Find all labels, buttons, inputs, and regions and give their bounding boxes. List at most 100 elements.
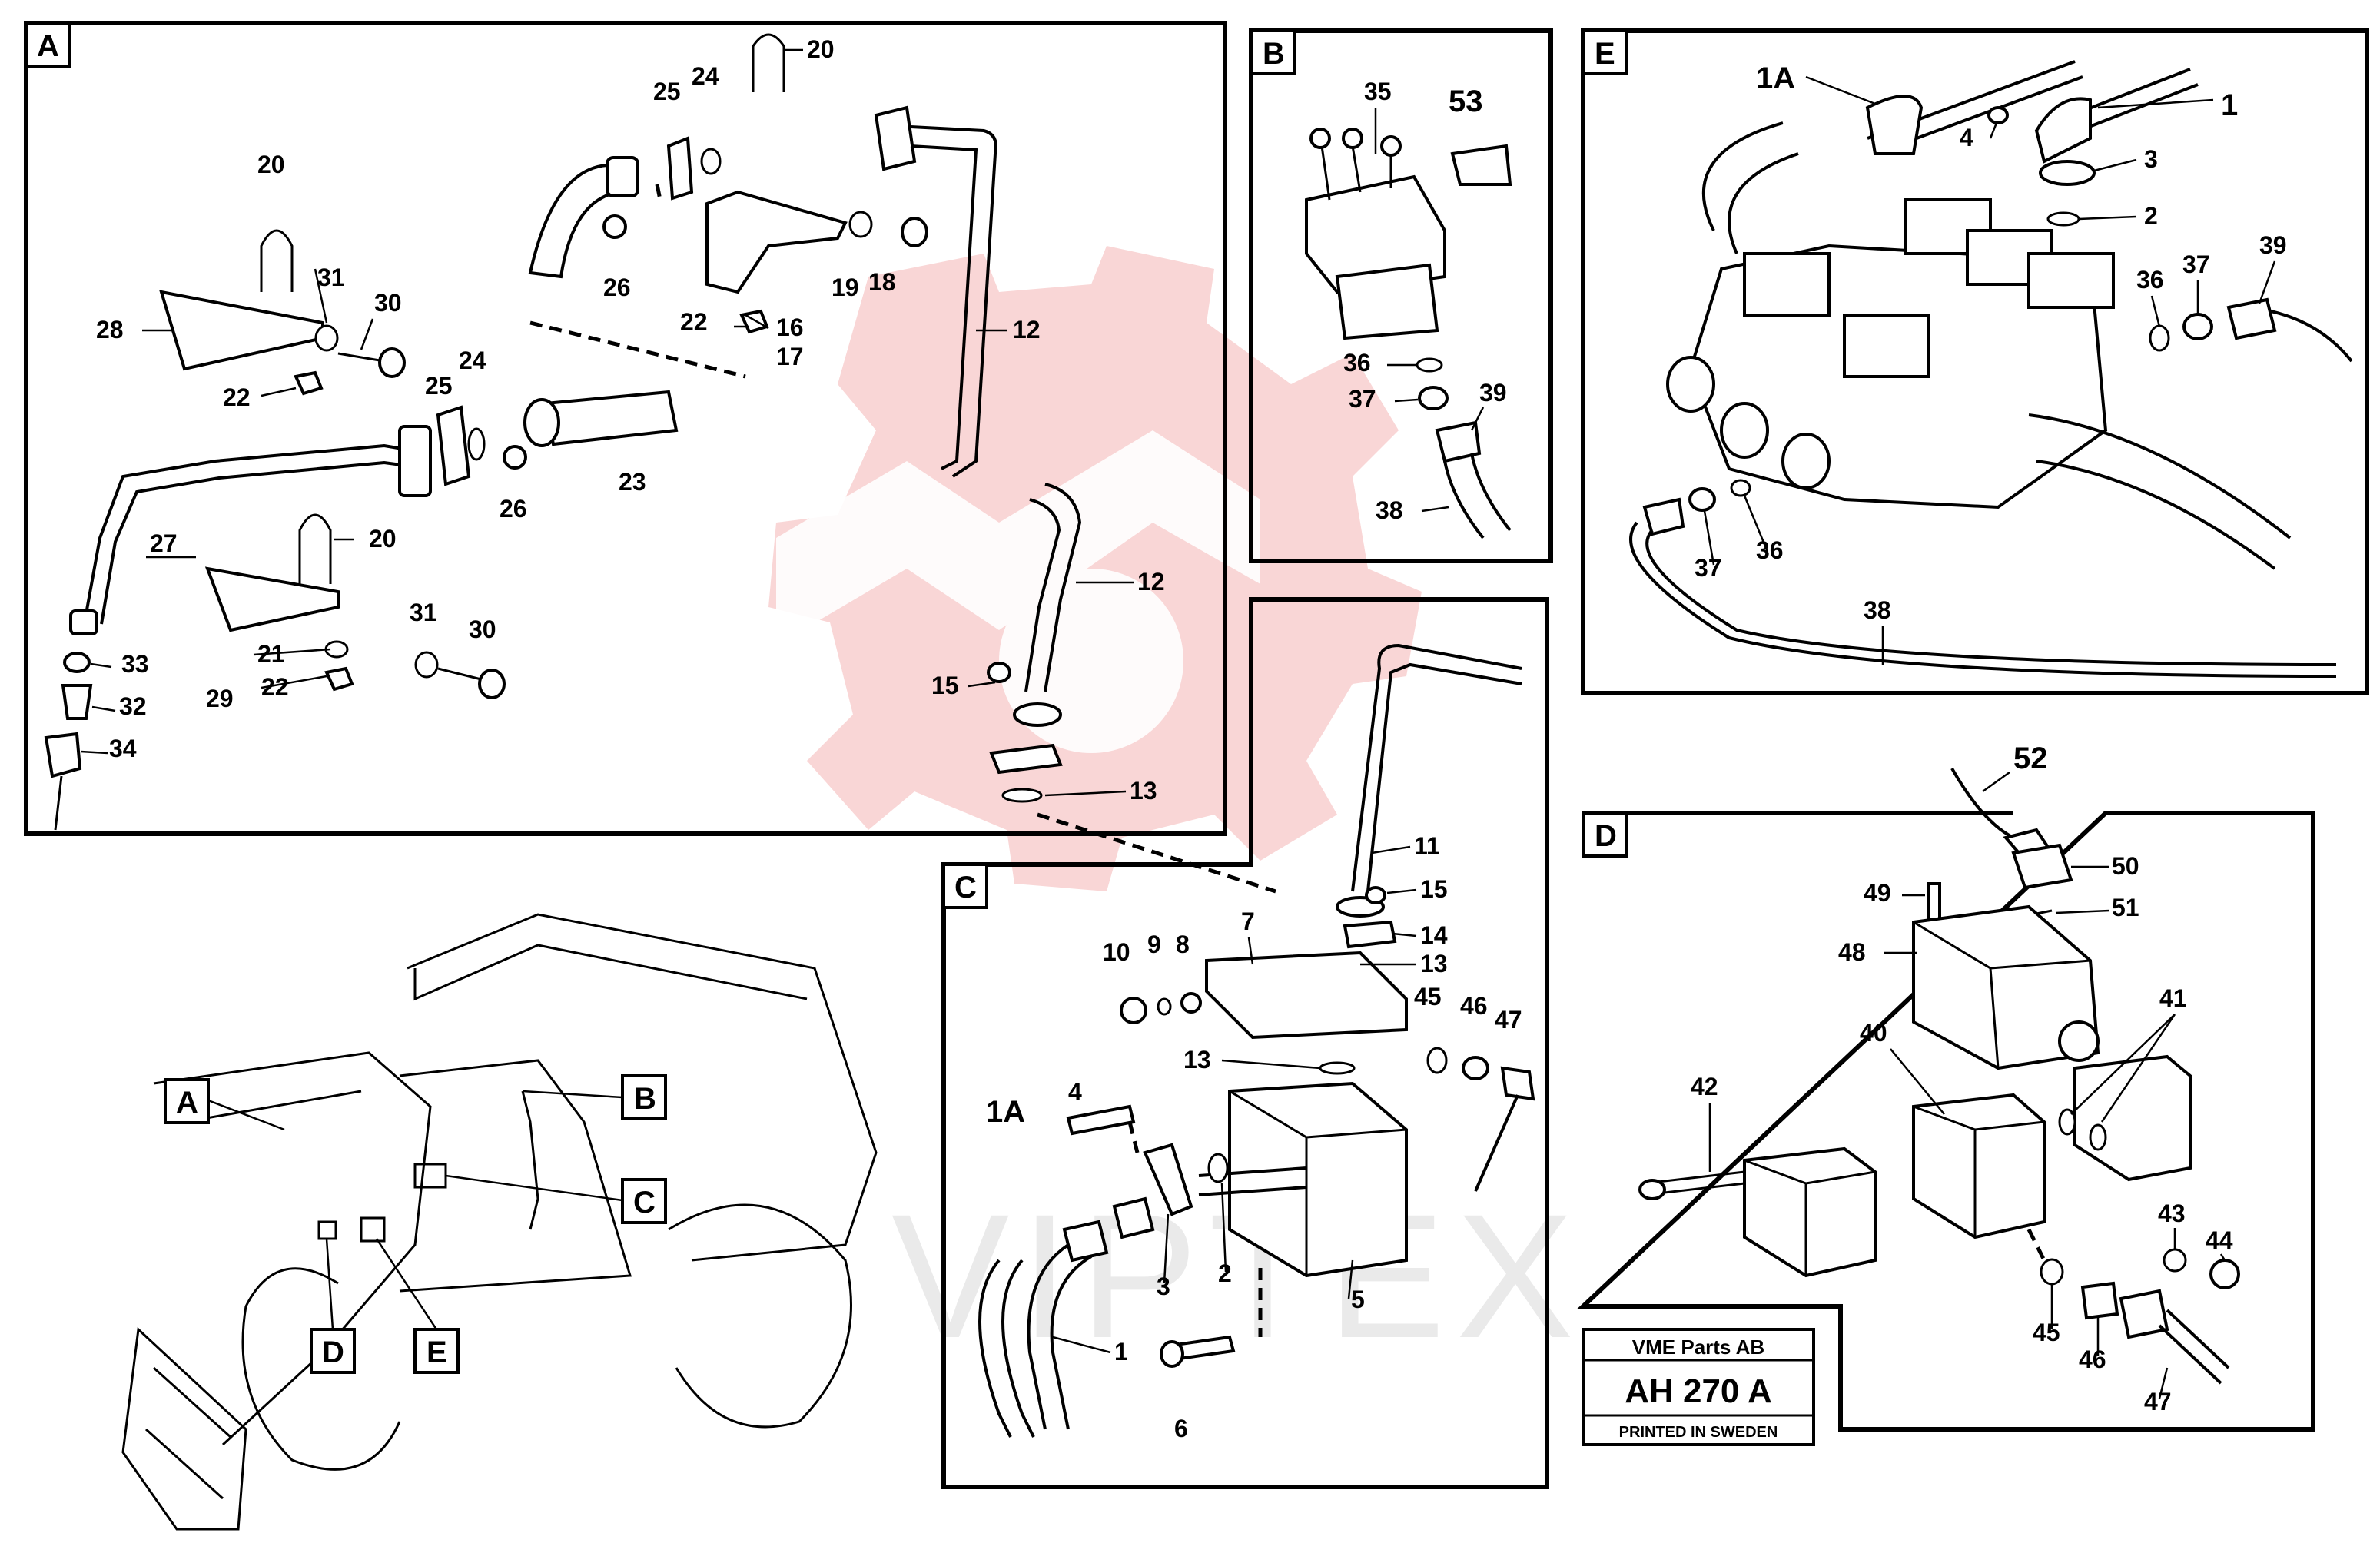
pipe-back <box>1701 121 1799 254</box>
fitting-32 <box>61 684 93 720</box>
panel-e-tag-box <box>1582 29 1628 75</box>
overview-component-c <box>413 1163 447 1189</box>
panel-c-callouts: 11 15 7 14 10 9 8 13 45 46 47 13 1A 4 3 … <box>986 832 1522 1442</box>
elbow-1 <box>2034 97 2092 164</box>
callout-c-11: 11 <box>1414 832 1440 860</box>
washer-31-b <box>414 651 439 679</box>
fitting-47-c <box>1500 1066 1535 1101</box>
callout-c-13-b: 13 <box>1183 1046 1211 1073</box>
callout-a-33: 33 <box>121 650 149 678</box>
washer-19 <box>848 211 873 238</box>
callout-e-2: 2 <box>2144 202 2158 230</box>
callout-a-13: 13 <box>1130 777 1157 805</box>
elbow-1a <box>1865 95 1924 155</box>
callout-b-36: 36 <box>1343 349 1371 377</box>
callout-a-19: 19 <box>832 274 859 301</box>
u-bolt-20-a <box>260 229 294 292</box>
panel-b-frame <box>1249 28 1553 563</box>
callout-a-20-left: 20 <box>257 151 285 178</box>
washer-31-a <box>314 324 339 352</box>
overview-box-c <box>621 1178 667 1224</box>
valve-block-42-edge <box>1744 1159 1876 1276</box>
bolt-26-lower <box>503 445 527 470</box>
callout-a-27: 27 <box>150 529 178 557</box>
stamp-frame <box>1582 1328 1815 1446</box>
cable-52 <box>1950 768 2014 839</box>
callout-a-20-top: 20 <box>807 35 835 63</box>
callout-d-47: 47 <box>2144 1388 2172 1415</box>
callout-c-47: 47 <box>1495 1006 1522 1034</box>
panel-d-callouts: 52 50 49 51 48 41 40 42 43 44 45 46 47 <box>1691 742 2233 1415</box>
overview-label-c: C <box>633 1186 656 1220</box>
hose-upper-fitting <box>606 156 639 197</box>
pipe-11 <box>1351 643 1522 892</box>
lever-1 <box>1320 145 1331 201</box>
o-ring-13-c-b <box>1319 1061 1356 1075</box>
panel-c-frame <box>941 597 1549 1489</box>
control-valve-base <box>1335 263 1439 340</box>
callout-b-35: 35 <box>1364 78 1392 105</box>
overview-body <box>399 1059 632 1293</box>
callout-e-1a: 1A <box>1756 61 1795 95</box>
panel-e-tag: E <box>1595 37 1615 71</box>
flange-12-top <box>874 105 917 171</box>
fitting-37-e-a <box>2182 313 2213 340</box>
overview-boom <box>153 1051 432 1446</box>
panel-b-callouts: 35 53 36 37 39 38 <box>1343 78 1507 524</box>
fitting-46-d <box>2080 1281 2119 1320</box>
o-ring-13-a <box>1001 788 1043 803</box>
callout-a-26-mid: 26 <box>500 495 527 523</box>
bolt-30-b-head <box>478 669 506 699</box>
bolt-6-head <box>1160 1340 1184 1368</box>
overview-box-d <box>310 1328 356 1374</box>
flange-3-e <box>2039 160 2096 186</box>
washer-36-e-b <box>1730 479 1751 497</box>
overview-box-b <box>621 1074 667 1120</box>
bolt-4-e <box>1987 106 2009 124</box>
panel-a-tag-box <box>25 22 71 68</box>
lever-knob-1 <box>1309 128 1331 149</box>
bolt-42-head <box>1638 1179 1666 1200</box>
callout-b-39: 39 <box>1479 379 1507 407</box>
pipe-12-upper-inner <box>910 144 978 470</box>
overview-label-b: B <box>634 1082 656 1116</box>
connector-50-box <box>2011 843 2073 890</box>
callout-d-51: 51 <box>2112 894 2139 921</box>
leaders-b <box>1374 108 1485 513</box>
hose-47-d <box>2158 1309 2230 1385</box>
block-5 <box>1228 1081 1408 1278</box>
callout-a-31-upper: 31 <box>317 264 345 291</box>
bolt-30-b <box>437 667 485 682</box>
callout-e-36-a: 36 <box>2136 266 2164 294</box>
washer-36-b <box>1416 357 1443 373</box>
callout-e-38: 38 <box>1864 596 1891 624</box>
pipe-12-lower <box>1044 483 1082 692</box>
lever-2 <box>1351 145 1362 193</box>
hose-39-e <box>2270 310 2353 363</box>
callout-e-1: 1 <box>2221 88 2238 122</box>
overview-callouts: A B C D E <box>164 1074 667 1374</box>
callout-e-3: 3 <box>2144 145 2158 173</box>
callout-c-15: 15 <box>1420 875 1448 903</box>
link-d <box>2026 1228 2046 1262</box>
callout-a-12-lower: 12 <box>1137 568 1165 596</box>
callout-c-45: 45 <box>1414 983 1442 1010</box>
hose-38-b <box>1443 460 1485 539</box>
fitting-47-d <box>2119 1289 2169 1339</box>
bracket-16 <box>705 190 848 294</box>
plug-10 <box>1120 997 1147 1024</box>
panel-b: B 35 53 36 37 39 38 <box>1249 28 1553 563</box>
callout-b-37: 37 <box>1349 385 1376 413</box>
washer-36-e-a <box>2149 324 2170 352</box>
pipe-right <box>2028 413 2292 570</box>
pipe-27 <box>83 443 431 623</box>
title-stamp: VME Parts AB AH 270 A PRINTED IN SWEDEN <box>1582 1328 1815 1446</box>
overview-box-e <box>413 1328 460 1374</box>
callout-c-14: 14 <box>1420 921 1448 949</box>
valve-block-40-edge <box>1913 1105 2045 1237</box>
leaders-c <box>1052 845 1417 1354</box>
stamp-code: AH 270 A <box>1625 1372 1772 1410</box>
plug-34-chain <box>54 775 63 831</box>
callout-d-40: 40 <box>1860 1019 1887 1047</box>
washer-43 <box>2163 1248 2187 1273</box>
